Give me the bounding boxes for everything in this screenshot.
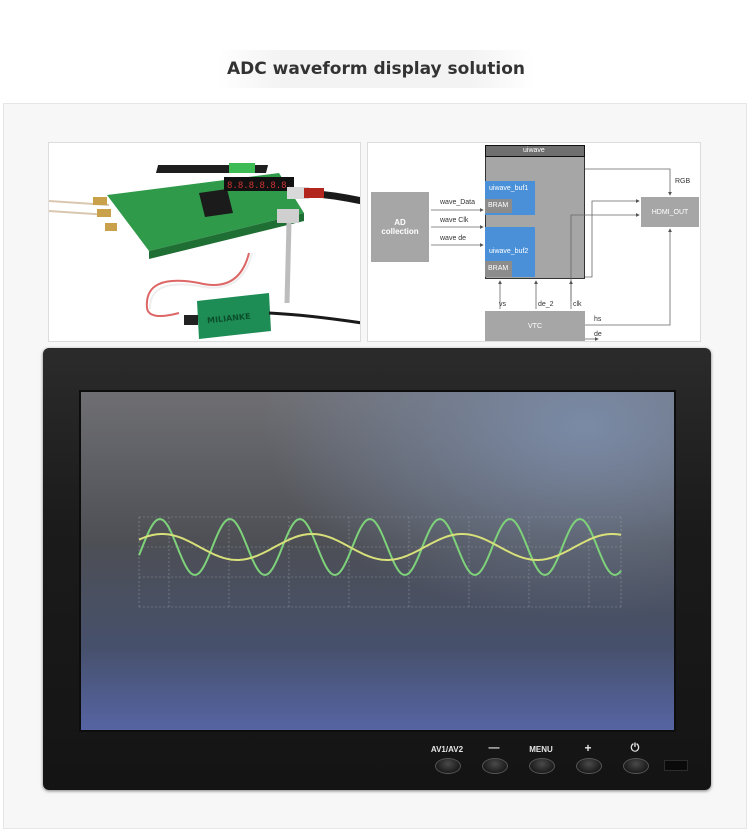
ad-collection-label: AD collection: [381, 218, 419, 236]
svg-text:8.8.8.8.8.8.: 8.8.8.8.8.8.: [227, 181, 292, 191]
yellow-trace: [138, 533, 622, 561]
vtc-block: VTC: [485, 311, 585, 341]
power-button-label: ⏻: [630, 742, 640, 754]
scope-grid: [138, 516, 622, 608]
bram2-block: [485, 261, 512, 277]
menu-button-label: MENU: [529, 745, 553, 754]
uiwave-label: uiwave: [523, 147, 545, 154]
ad-collection-block: AD collection: [371, 192, 429, 262]
uiwave-header: [485, 145, 585, 157]
vtc-label: VTC: [528, 322, 542, 330]
oscilloscope-display: [138, 516, 622, 608]
de2-label: de_2: [538, 301, 554, 308]
buf1-label: uiwave_buf1: [489, 185, 529, 192]
minus-button-label: —: [488, 742, 500, 754]
hs-label: hs: [594, 316, 602, 323]
de-label: de: [594, 331, 602, 338]
wave-data-label: wave_Data: [440, 199, 476, 206]
wave-clk-label: wave Clk: [440, 217, 469, 224]
ir-sensor-window: [664, 760, 688, 771]
board-illustration: 8.8.8.8.8.8. MILIANKE: [49, 163, 360, 339]
bram1-block: [485, 199, 512, 213]
rgb-label: RGB: [675, 178, 691, 185]
vs-label: vs: [499, 301, 506, 308]
bram1-label: BRAM: [488, 202, 509, 209]
green-trace: [138, 518, 622, 577]
clk-label: clk: [573, 301, 582, 308]
av-button-label: AV1/AV2: [430, 745, 464, 754]
buf2-label: uiwave_buf2: [489, 248, 529, 255]
monitor-screen: [79, 390, 676, 732]
fpga-board-photo: 8.8.8.8.8.8. MILIANKE: [48, 142, 361, 342]
page-title: ADC waveform display solution: [226, 59, 526, 79]
menu-button[interactable]: [529, 758, 555, 774]
title-banner: ADC waveform display solution: [218, 50, 534, 88]
hdmi-out-label: HDMI_OUT: [651, 208, 689, 216]
diagram-wires: [431, 168, 672, 341]
plus-button[interactable]: [576, 758, 602, 774]
minus-button[interactable]: [482, 758, 508, 774]
hdmi-out-block: HDMI_OUT: [641, 197, 699, 227]
block-diagram: uiwave uiwave_buf1 BRAM uiwave_buf2 BRAM…: [367, 142, 701, 342]
bram2-label: BRAM: [488, 265, 509, 272]
plus-button-label: +: [584, 741, 592, 755]
av-button[interactable]: [435, 758, 461, 774]
power-button[interactable]: [623, 758, 649, 774]
wave-de-label: wave de: [440, 235, 467, 242]
